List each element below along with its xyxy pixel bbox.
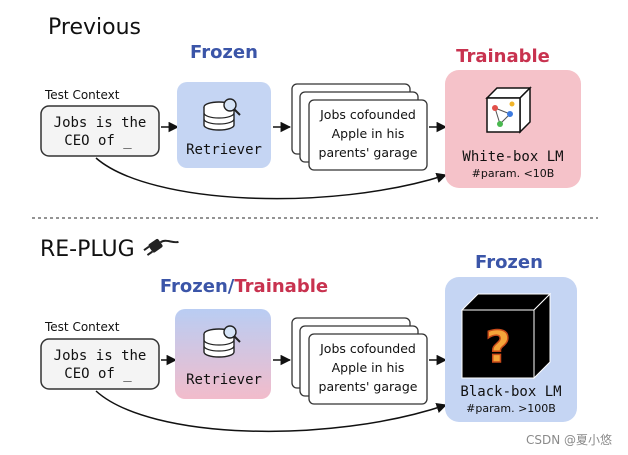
bottom-doc-line-1: Jobs cofounded: [319, 341, 416, 356]
bottom-query-line-1: Jobs is the: [54, 348, 147, 364]
top-retriever-label: Retriever: [186, 142, 262, 158]
top-title: Previous: [48, 15, 141, 40]
bottom-lm-frozen-label: Frozen: [475, 252, 543, 273]
bottom-lm-label: Black-box LM: [460, 384, 561, 400]
bottom-param-label: #param. >100B: [466, 402, 556, 415]
top-retriever-box: Retriever: [177, 82, 271, 168]
top-query-line-1: Jobs is the: [54, 115, 147, 131]
top-trainable-label: Trainable: [456, 46, 550, 67]
bottom-trainable-label: Trainable: [234, 276, 328, 297]
top-frozen-label: Frozen: [190, 42, 258, 63]
top-lm-label: White-box LM: [462, 149, 563, 165]
white-cube-icon: [485, 86, 532, 134]
database-search-icon: [203, 98, 241, 131]
bottom-frozen-trainable-label: Frozen/Trainable: [160, 276, 328, 297]
black-cube-icon: [460, 292, 552, 380]
top-query-line-2: CEO of _: [64, 133, 132, 149]
top-doc-line-1: Jobs cofounded: [319, 107, 416, 122]
bottom-title: RE-PLUG: [40, 237, 135, 262]
top-test-context-label: Test Context: [44, 88, 120, 102]
bottom-blackbox-lm-box: ? Black-box LM #param. >100B: [445, 277, 577, 422]
bottom-doc-line-2: Apple in his: [332, 360, 405, 375]
top-doc-line-2: Apple in his: [332, 126, 405, 141]
bottom-doc-line-3: parents' garage: [319, 379, 418, 394]
svg-text:Frozen/Trainable: Frozen/Trainable: [160, 276, 328, 297]
watermark: CSDN @夏小悠: [526, 432, 612, 447]
bottom-query-box: Jobs is the CEO of _: [40, 338, 160, 390]
bottom-test-context-label: Test Context: [44, 320, 120, 334]
top-param-label: #param. <10B: [472, 167, 555, 180]
top-whitebox-lm-box: White-box LM #param. <10B: [445, 70, 581, 188]
bottom-retriever-label: Retriever: [186, 372, 262, 388]
bottom-frozen-label: Frozen: [160, 276, 228, 297]
top-arrow-query-lm-curve: [95, 157, 448, 200]
plug-icon: [143, 238, 179, 256]
top-doc-line-3: parents' garage: [319, 145, 418, 160]
top-query-box: Jobs is the CEO of _: [40, 105, 160, 157]
bottom-document-stack: Jobs cofounded Apple in his parents' gar…: [291, 317, 428, 405]
bottom-query-line-2: CEO of _: [64, 366, 132, 382]
bottom-retriever-box: Retriever: [175, 309, 271, 399]
database-search-icon: [203, 325, 241, 358]
bottom-arrow-query-lm-curve: [95, 390, 447, 433]
bottom-slash: /: [228, 276, 235, 297]
top-document-stack: Jobs cofounded Apple in his parents' gar…: [291, 83, 428, 171]
question-mark-icon: ?: [485, 322, 511, 373]
